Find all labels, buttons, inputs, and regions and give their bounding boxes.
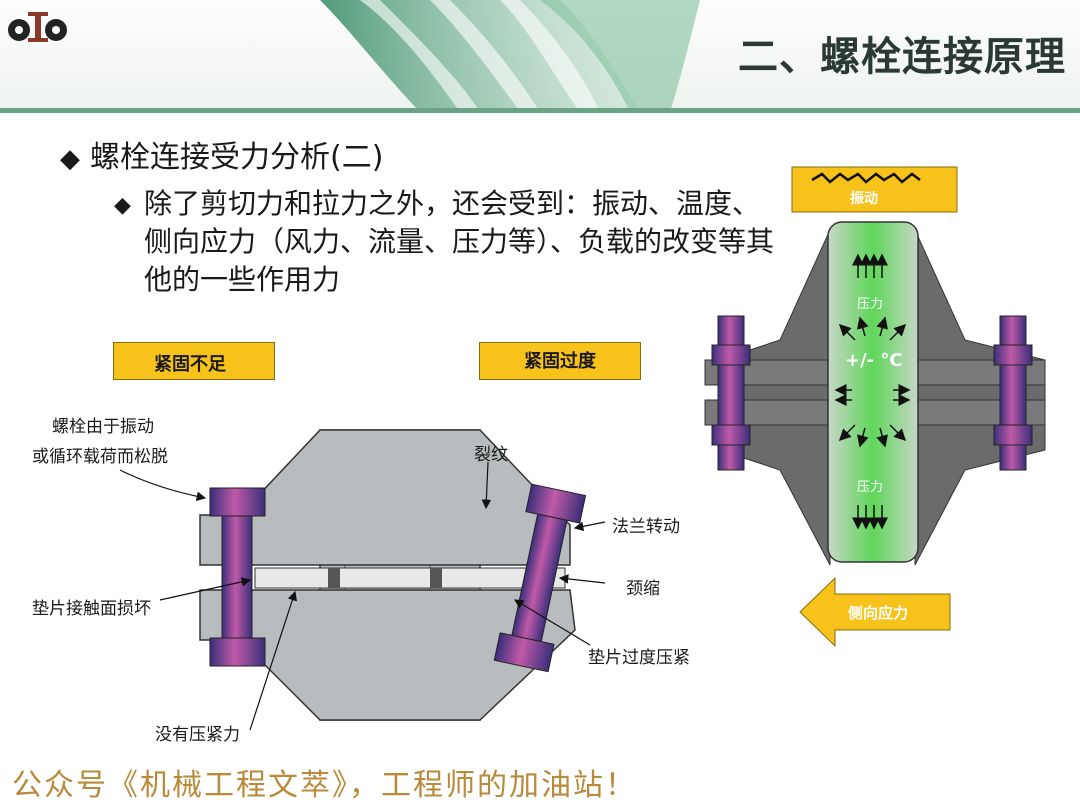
box-under-label: 紧固不足 xyxy=(154,354,226,375)
bullet-level2: ◆ 除了剪切力和拉力之外，还会受到：振动、温度、侧向应力（风力、流量、压力等）、… xyxy=(114,185,774,299)
label-gasket-over: 垫片过度压紧 xyxy=(588,648,690,668)
bolt-left xyxy=(209,487,266,667)
label-vibration: 振动 xyxy=(850,191,878,207)
page-title: 二、螺栓连接原理 xyxy=(738,34,1066,80)
label-flange-rotate: 法兰转动 xyxy=(612,517,680,537)
box-over-tightened: 紧固过度 xyxy=(479,342,641,380)
bullet-level1-text: 螺栓连接受力分析(二) xyxy=(90,140,384,175)
label-loosen-2: 或循环载荷而松脱 xyxy=(32,447,168,467)
diamond-bullet-icon: ◆ xyxy=(60,144,80,174)
label-loosen-1: 螺栓由于振动 xyxy=(52,417,154,437)
label-lateral-stress: 侧向应力 xyxy=(848,604,909,622)
label-no-press: 没有压紧力 xyxy=(155,725,240,745)
box-over-label: 紧固过度 xyxy=(524,351,596,372)
bolt-right xyxy=(493,483,587,673)
label-pressure-top: 压力 xyxy=(857,297,884,312)
box-under-tightened: 紧固不足 xyxy=(113,342,275,380)
bullet-level2-text: 除了剪切力和拉力之外，还会受到：振动、温度、侧向应力（风力、流量、压力等）、负载… xyxy=(144,187,775,296)
label-temperature: +/- °C xyxy=(845,350,903,371)
label-crack: 裂纹 xyxy=(474,445,508,465)
label-gasket-damage: 垫片接触面损坏 xyxy=(32,599,151,619)
bullet-level1: ◆ 螺栓连接受力分析(二) xyxy=(60,132,383,176)
label-necking: 颈缩 xyxy=(626,579,660,599)
flange-left xyxy=(199,429,576,721)
logo-icon xyxy=(8,12,67,42)
header-divider xyxy=(0,108,1080,113)
header-decoration xyxy=(320,0,700,112)
diamond-bullet-icon: ◆ xyxy=(114,193,131,218)
pipe-stress-diagram xyxy=(704,166,1046,648)
footer-text: 公众号《机械工程文萃》，工程师的加油站！ xyxy=(12,768,637,803)
label-pressure-bottom: 压力 xyxy=(857,480,884,495)
